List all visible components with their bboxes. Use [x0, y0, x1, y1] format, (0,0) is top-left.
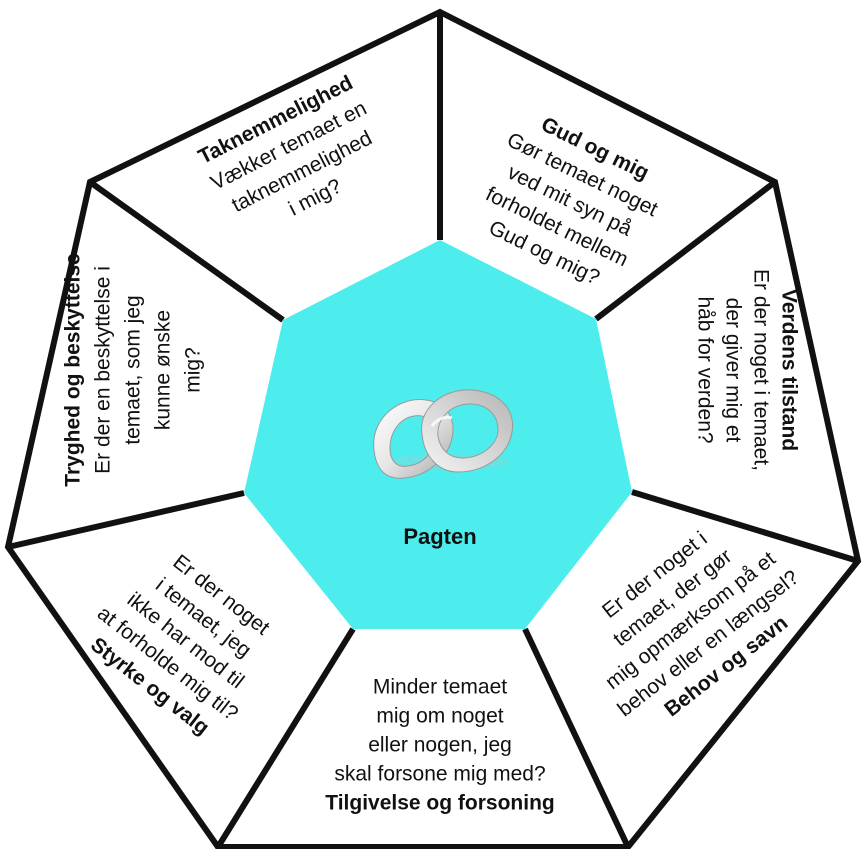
segment-question-line: Minder temaet [373, 675, 507, 698]
segment-question-line: Er der en beskyttelse i [91, 266, 114, 474]
center-label: Pagten [403, 524, 476, 549]
segment-question-line: mig om noget [376, 704, 503, 727]
segment-title: Tilgivelse og forsoning [325, 791, 554, 814]
segment-title: Verdens tilstand [778, 289, 801, 451]
segment-question-line: skal forsone mig med? [334, 762, 545, 785]
segment-question-line: mig? [181, 347, 204, 393]
segment-divider [631, 489, 859, 564]
segment-divider [594, 179, 777, 322]
segment-question-line: Er der noget i temaet, [750, 269, 773, 471]
segment-divider [215, 627, 356, 849]
segment-tryghed-og-beskyttelse: Tryghed og beskyttelse Er der en beskytte… [61, 253, 204, 486]
segment-divider [522, 627, 631, 849]
segment-tilgivelse-og-forsoning: Minder temaet mig om noget eller nogen, je… [325, 675, 554, 814]
segment-title: Tryghed og beskyttelse [61, 253, 84, 486]
segment-divider [7, 490, 245, 550]
segment-question-line: håb for verden? [694, 296, 717, 443]
segment-question-line: kunne ønske [151, 310, 174, 430]
interlocking-rings-icon [373, 389, 514, 479]
segment-divider [88, 179, 285, 323]
segment-question-line: eller nogen, jeg [368, 733, 512, 756]
segment-question-line: temaet, som jeg [121, 295, 144, 444]
segment-question-line: der giver mig et [722, 298, 745, 443]
